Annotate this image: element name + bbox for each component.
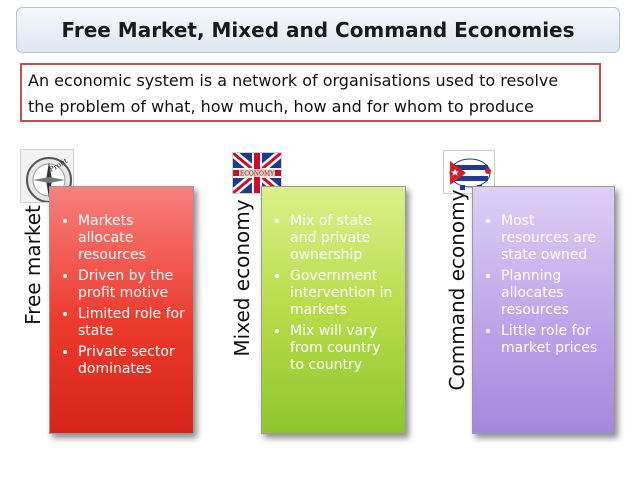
compass-profit-icon: Profit xyxy=(20,149,74,203)
card-free-market: Markets allocate resources Driven by the… xyxy=(49,186,194,434)
command-economy-bullet: Planning allocates resources xyxy=(501,268,606,319)
card-command-economy: Most resources are state owned Planning … xyxy=(472,186,615,434)
free-market-bullet: Driven by the profit motive xyxy=(78,268,185,302)
column-label-command-economy: Command economy xyxy=(445,189,469,391)
intro-line-1: An economic system is a network of organ… xyxy=(28,71,559,90)
card-mixed-economy: Mix of state and private ownership Gover… xyxy=(261,186,406,434)
mixed-economy-bullet: Government intervention in markets xyxy=(290,268,397,319)
command-economy-bullet: Little role for market prices xyxy=(501,323,606,357)
column-label-free-market: Free market xyxy=(21,205,45,325)
mixed-economy-bullet: Mix of state and private ownership xyxy=(290,213,397,264)
intro-definition-box: An economic system is a network of organ… xyxy=(20,63,601,122)
mixed-economy-bullet: Mix will vary from country to country xyxy=(290,323,397,374)
free-market-bullet: Markets allocate resources xyxy=(78,213,185,264)
free-market-bullet: Limited role for state xyxy=(78,306,185,340)
page-title: Free Market, Mixed and Command Economies xyxy=(16,7,620,53)
column-label-mixed-economy: Mixed economy xyxy=(230,199,254,357)
free-market-bullet: Private sector dominates xyxy=(78,344,185,378)
intro-line-2: the problem of what, how much, how and f… xyxy=(28,97,534,116)
command-economy-bullet: Most resources are state owned xyxy=(501,213,606,264)
svg-text:ECONOMY: ECONOMY xyxy=(240,171,275,178)
